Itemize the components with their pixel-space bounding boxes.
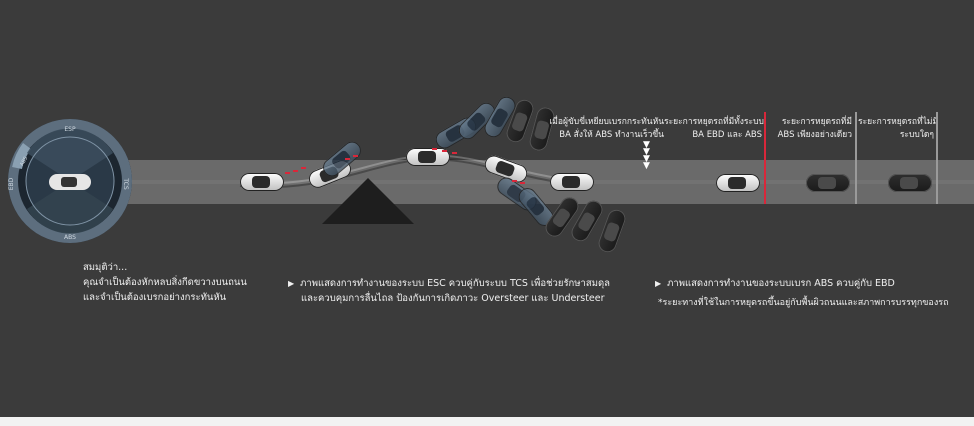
car-icon xyxy=(406,148,450,166)
esc-caption: ▶ ภาพแสดงการทำงานของระบบ ESC ควบคู่กับระบ… xyxy=(288,276,610,306)
bottom-band xyxy=(0,417,974,426)
bullet-icon: ▶ xyxy=(288,279,295,288)
dial-label-tcs: TCS xyxy=(122,177,129,190)
abs-only-stop-line xyxy=(855,112,857,204)
obstacle-icon xyxy=(322,178,414,224)
dial-label-esp: ESP xyxy=(64,126,76,133)
full-system-stop-line xyxy=(764,112,766,204)
dial-label-ebd: EBD xyxy=(8,177,15,190)
abs-only-line-1: ระยะการหยุดรถที่มี xyxy=(781,117,852,127)
bullet-icon: ▶ xyxy=(655,279,662,288)
ba-note-line-2: BA สั่งให้ ABS ทำงานเร็วขึ้น xyxy=(559,130,664,140)
brake-mark xyxy=(432,148,437,150)
car-icon xyxy=(716,174,760,192)
abs-only-label: ระยะการหยุดรถที่มี ABS เพียงอย่างเดียว xyxy=(768,116,852,142)
no-system-label: ระยะการหยุดรถที่ไม่มี ระบบใดๆ xyxy=(858,116,939,142)
ba-note-line-1: เมื่อผู้ขับขี่เหยียบเบรกกระทันหัน xyxy=(549,117,664,127)
brake-mark xyxy=(353,155,358,157)
full-system-line-1: ระยะการหยุดรถที่มีทั้งระบบ xyxy=(664,117,764,127)
brake-mark xyxy=(345,158,350,160)
safety-dial-icon: ESP TCS ABS EBD ABS xyxy=(8,119,132,243)
intro-line-1: สมมุติว่า... xyxy=(83,262,128,273)
no-system-stop-line xyxy=(936,112,938,204)
dark-car-icon xyxy=(806,174,850,192)
abs-line: ภาพแสดงการทำงานของระบบเบรก ABS ควบคู่กับ… xyxy=(667,278,895,289)
brake-mark xyxy=(442,150,447,152)
dark-car-icon xyxy=(888,174,932,192)
road-lane xyxy=(110,180,974,184)
no-system-line-2: ระบบใดๆ xyxy=(899,130,934,140)
car-icon xyxy=(550,173,594,191)
intro-line-2: คุณจำเป็นต้องหักหลบสิ่งกีดขวางบนถนน xyxy=(83,277,247,288)
brake-mark xyxy=(293,170,298,172)
brake-mark xyxy=(512,180,517,182)
abs-caption: ▶ ภาพแสดงการทำงานของระบบเบรก ABS ควบคู่กั… xyxy=(655,276,895,291)
dial-label-abs-inner: ABS xyxy=(19,156,29,168)
esc-line-2: และควบคุมการลื่นไถล ป้องกันการเกิดภาวะ O… xyxy=(301,293,605,304)
brake-mark xyxy=(452,152,457,154)
footnote: *ระยะทางที่ใช้ในการหยุดรถขึ้นอยู่กับพื้น… xyxy=(658,298,949,308)
ba-note: เมื่อผู้ขับขี่เหยียบเบรกกระทันหัน BA สั่… xyxy=(548,116,664,142)
chevron-down-icon: ▼▼▼▼ xyxy=(643,140,650,171)
full-system-label: ระยะการหยุดรถที่มีทั้งระบบ BA EBD และ AB… xyxy=(664,116,764,142)
abs-only-line-2: ABS เพียงอย่างเดียว xyxy=(777,130,852,140)
brake-mark xyxy=(520,182,525,184)
intro-line-3: และจำเป็นต้องเบรกอย่างกระทันหัน xyxy=(83,292,227,303)
esc-line-1: ภาพแสดงการทำงานของระบบ ESC ควบคู่กับระบบ… xyxy=(300,278,610,289)
brake-mark xyxy=(301,167,306,169)
no-system-line-1: ระยะการหยุดรถที่ไม่มี xyxy=(858,117,939,127)
dial-label-abs: ABS xyxy=(64,234,76,241)
car-icon xyxy=(240,173,284,191)
brake-mark xyxy=(285,172,290,174)
full-system-line-2: BA EBD และ ABS xyxy=(692,130,762,140)
intro-caption: สมมุติว่า... คุณจำเป็นต้องหักหลบสิ่งกีดข… xyxy=(83,260,247,305)
